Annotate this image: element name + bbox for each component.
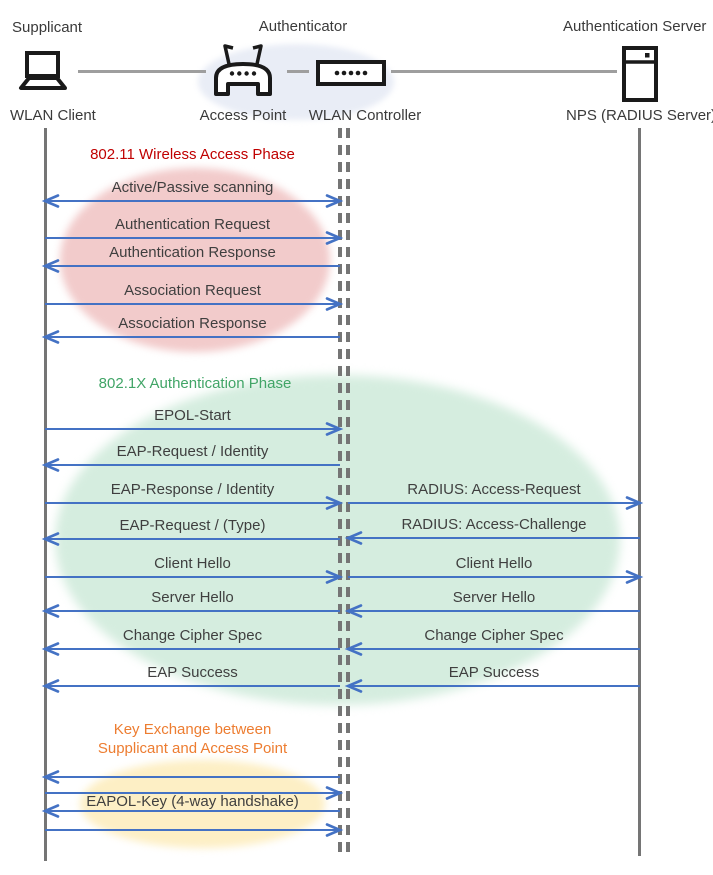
access-point-icon — [214, 44, 272, 96]
server-icon — [622, 46, 658, 102]
lifeline-access-point — [338, 128, 342, 854]
device-nps-radius: NPS (RADIUS Server) — [566, 107, 713, 124]
role-authentication-server: Authentication Server — [563, 18, 707, 35]
role-authenticator: Authenticator — [258, 18, 348, 35]
wlan-controller-icon — [316, 60, 386, 86]
device-wlan-client: WLAN Client — [10, 107, 96, 124]
phase1-title: 802.11 Wireless Access Phase — [90, 146, 295, 163]
connector-controller-server — [391, 70, 617, 73]
lifeline-wlan-client — [44, 128, 47, 861]
lifeline-wlan-controller — [346, 128, 350, 854]
connector-client-ap — [78, 70, 206, 73]
device-wlan-controller: WLAN Controller — [308, 107, 422, 124]
device-access-point: Access Point — [199, 107, 287, 124]
connector-ap-controller — [287, 70, 309, 73]
role-supplicant: Supplicant — [12, 19, 83, 36]
laptop-icon — [19, 51, 67, 90]
phase3-title: Key Exchange between Supplicant and Acce… — [45, 720, 340, 758]
phase3-title-line2: Supplicant and Access Point — [97, 740, 288, 757]
phase3-title-line1: Key Exchange between — [113, 721, 272, 738]
phase2-title: 802.1X Authentication Phase — [98, 375, 292, 392]
lifeline-nps-server — [638, 128, 641, 856]
phase1-ellipse — [60, 168, 330, 352]
phase3-ellipse — [80, 760, 325, 848]
